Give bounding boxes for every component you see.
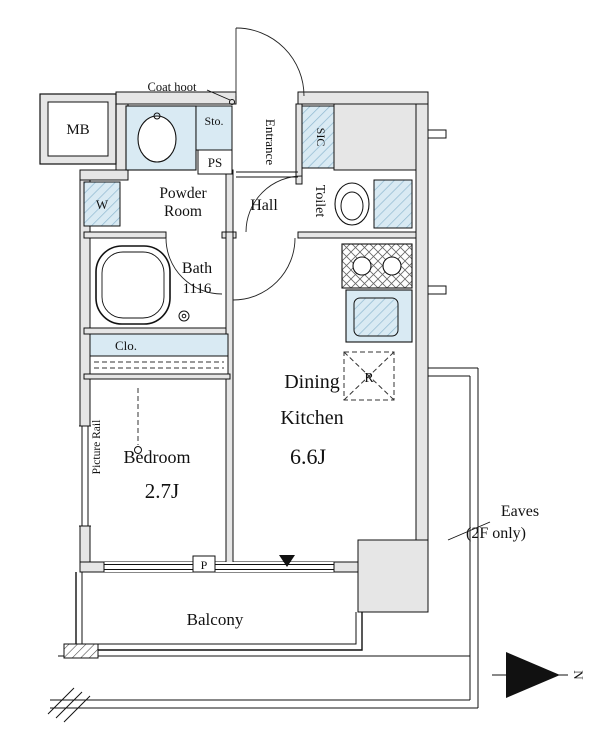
label-picture-rail: Picture Rail	[91, 420, 103, 475]
label-dining: Dining	[284, 371, 340, 393]
label-mb: MB	[66, 122, 89, 138]
label-sic: SIC	[314, 128, 328, 147]
drain-icon	[178, 310, 190, 322]
label-hall: Hall	[250, 197, 278, 214]
label-ps: PS	[208, 155, 222, 170]
label-north: N	[571, 670, 586, 680]
label-dk-size: 6.6J	[290, 444, 327, 469]
label-balcony: Balcony	[187, 610, 244, 629]
eaves-leader-line	[447, 521, 491, 541]
label-storage: Sto.	[204, 114, 223, 128]
washer-box	[83, 181, 121, 227]
closet	[89, 333, 229, 375]
toilet-bowl	[334, 182, 370, 226]
label-eaves-2: (2F only)	[466, 525, 526, 542]
label-closet: Clo.	[115, 338, 137, 353]
label-eaves-1: Eaves	[501, 503, 539, 520]
bathtub	[95, 245, 190, 325]
windows	[79, 425, 335, 572]
label-kitchen: Kitchen	[280, 407, 343, 429]
dk-door-arc	[232, 237, 296, 301]
sic-box	[301, 105, 335, 169]
right-wall-vents	[428, 129, 447, 295]
label-bedroom: Bedroom	[124, 447, 191, 467]
basin	[137, 115, 177, 163]
label-washer: W	[96, 197, 109, 212]
label-entrance: Entrance	[263, 119, 278, 165]
storage-box	[195, 105, 233, 151]
north-compass	[492, 652, 568, 698]
label-pipe: P	[201, 558, 208, 572]
bedroom-light-pull	[134, 388, 142, 454]
burner-icon	[352, 256, 372, 276]
kitchen-sink	[345, 289, 413, 343]
entrance-step	[236, 171, 298, 178]
pipe-box	[192, 555, 216, 573]
label-powder-room-2: Room	[164, 203, 202, 220]
faucet-icon	[153, 112, 161, 120]
label-toilet: Toilet	[312, 185, 327, 218]
eaves-outline	[47, 367, 479, 723]
powder-counter	[125, 105, 197, 171]
meter-box	[39, 93, 117, 165]
balcony-outline	[63, 572, 363, 659]
bath-door-arc	[165, 237, 223, 295]
north-arrow-icon	[506, 652, 560, 698]
ps-box	[197, 149, 233, 175]
burner-icon	[382, 256, 402, 276]
label-bath-size: 1116	[183, 281, 212, 297]
label-coat-hook: Coat hoot	[148, 80, 197, 94]
refrigerator-space	[343, 351, 395, 401]
balcony-door-marker-icon	[279, 555, 295, 567]
toilet-fixture	[334, 179, 413, 229]
label-bedroom-size: 2.7J	[145, 479, 179, 503]
balcony-hatch-block	[63, 643, 99, 659]
toilet-tank	[373, 179, 413, 229]
coat-hook	[206, 89, 235, 105]
label-refrigerator: R	[364, 371, 374, 386]
stove	[341, 243, 413, 289]
entrance-door-arc	[235, 27, 305, 97]
label-bath: Bath	[182, 260, 212, 277]
label-powder-room-1: Powder	[159, 185, 207, 202]
